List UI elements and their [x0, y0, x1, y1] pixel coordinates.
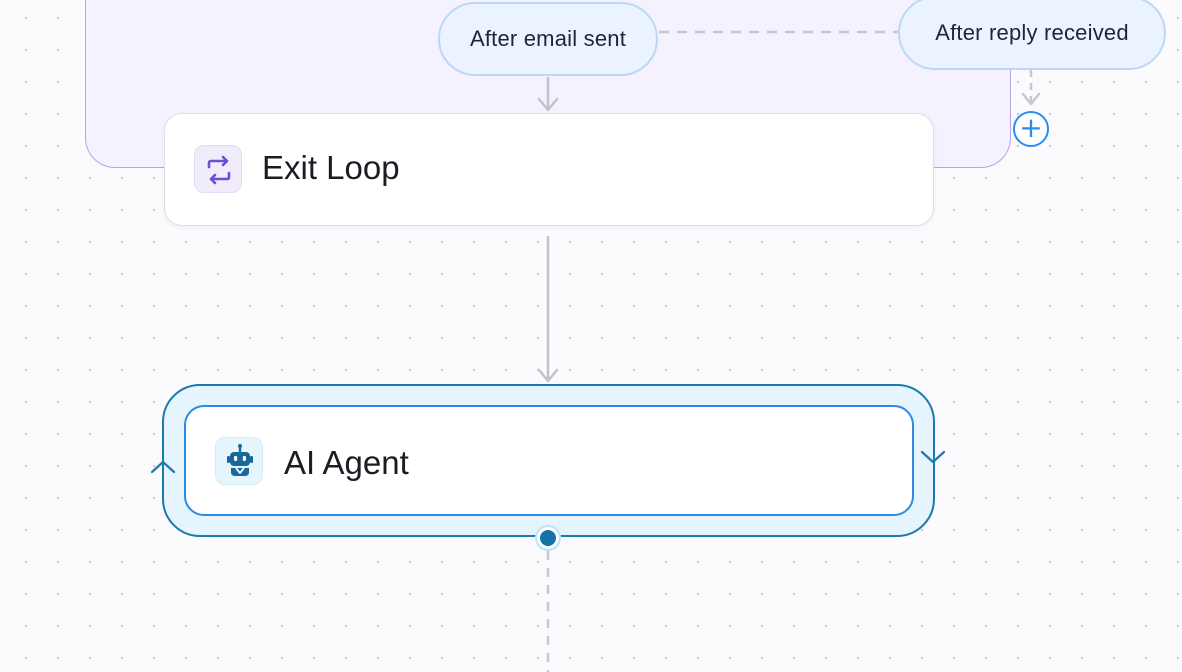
edge-email-arrowhead — [537, 97, 559, 112]
edge-label-text: After reply received — [935, 20, 1129, 45]
node-exit-loop[interactable]: Exit Loop — [164, 113, 934, 226]
chevron-down-icon[interactable] — [919, 446, 949, 470]
edge-exit-arrowhead — [537, 368, 559, 383]
add-step-button[interactable]: + — [1013, 111, 1049, 147]
node-ai-agent[interactable]: AI Agent — [184, 405, 914, 516]
robot-icon — [215, 437, 263, 485]
node-title: AI Agent — [284, 444, 409, 481]
edge-label-text: After email sent — [469, 26, 627, 51]
edge-label-after-email-sent[interactable]: After email sent — [438, 2, 658, 76]
edge-reply-arrowhead — [1021, 92, 1041, 106]
output-port-handle[interactable] — [535, 525, 561, 551]
loop-arrows-icon — [194, 145, 242, 193]
plus-icon: + — [1019, 111, 1043, 144]
chevron-up-icon[interactable] — [149, 455, 179, 479]
edge-label-after-reply-received[interactable]: After reply received — [898, 0, 1166, 70]
node-title: Exit Loop — [262, 149, 400, 186]
